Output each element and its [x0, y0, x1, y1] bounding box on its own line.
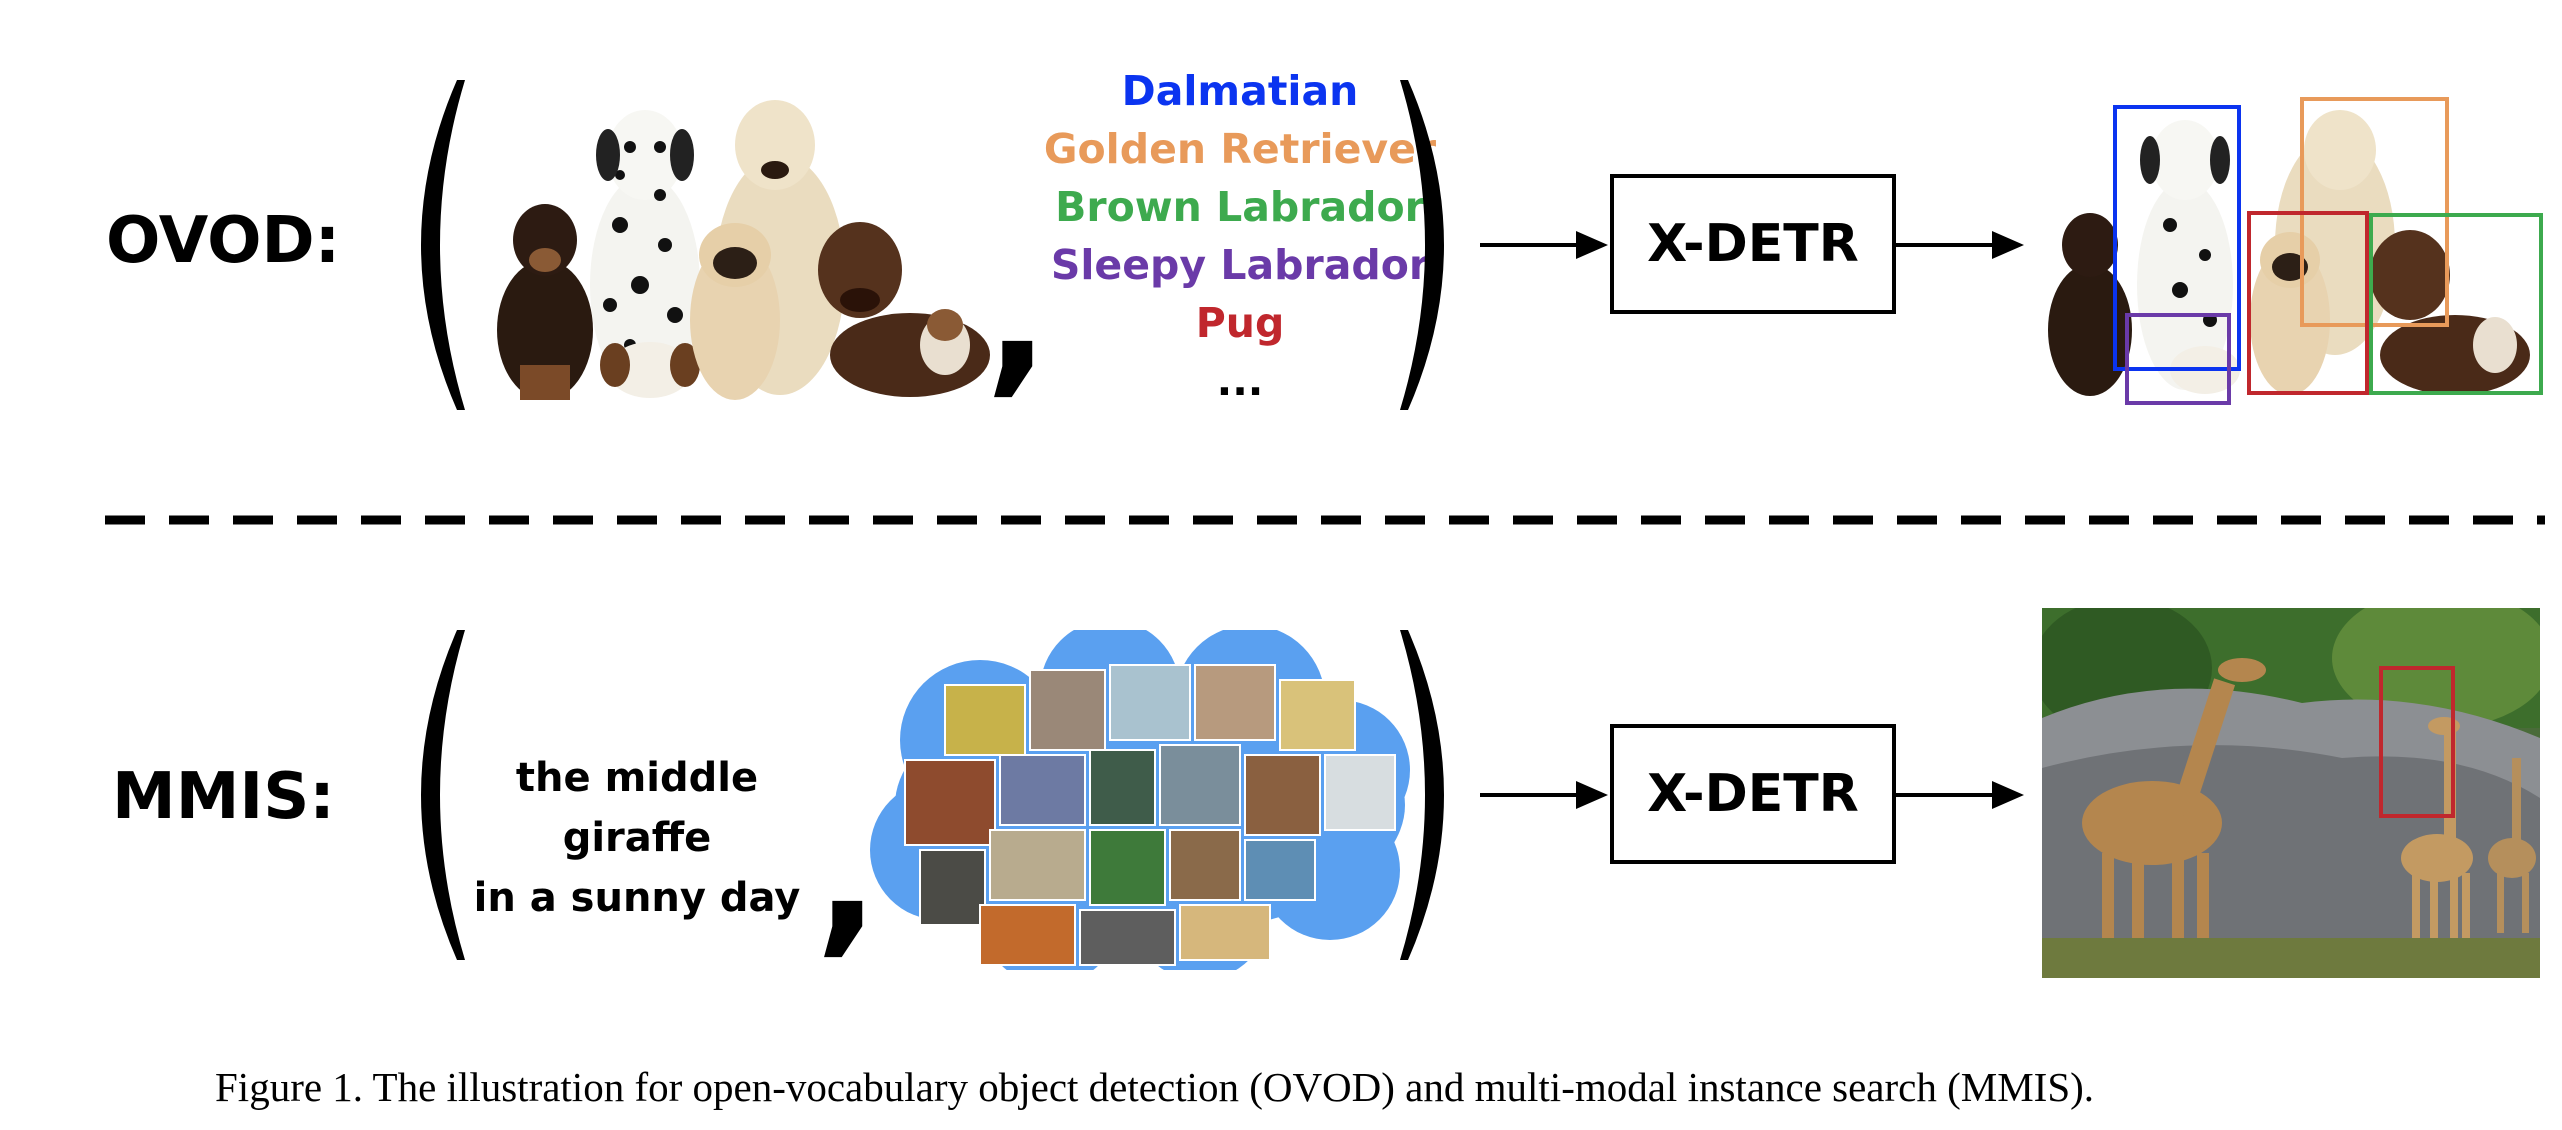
ovod-model-box: X-DETR — [1610, 174, 1896, 314]
mmis-comma: , — [815, 776, 880, 974]
ovod-right-paren — [1400, 80, 1444, 410]
giraffe-left — [2082, 658, 2266, 938]
dalmatian-figure — [590, 110, 700, 395]
mmis-search-output — [2042, 608, 2540, 978]
image-gallery-cloud — [870, 630, 1410, 970]
figure-caption: Figure 1. The illustration for open-voca… — [215, 1064, 2095, 1110]
ovod-detection-output — [2048, 97, 2543, 405]
mmis-right-paren — [1400, 630, 1444, 960]
bbox-middle-giraffe — [2379, 666, 2455, 818]
mmis-output-arrow — [1896, 781, 2024, 809]
ovod-input-arrow — [1480, 231, 1608, 259]
mmis-left-paren — [421, 630, 465, 960]
cocker-spaniel-figure — [497, 204, 593, 400]
ovod-comma: , — [985, 216, 1050, 414]
vocab-pug: Pug — [1195, 299, 1285, 347]
mmis-model-box: X-DETR — [1610, 724, 1896, 864]
vocab-golden-retriever: Golden Retriever — [1043, 125, 1437, 173]
mmis-label: MMIS: — [112, 760, 335, 834]
section-divider — [105, 515, 2545, 525]
beagle-figure — [600, 342, 700, 398]
query-line-1: the middle giraffe — [515, 755, 759, 861]
ovod-output-arrow — [1896, 231, 2024, 259]
dogs-group-image — [497, 100, 990, 400]
vocab-ellipsis: ... — [1216, 357, 1264, 405]
bbox-dalmatian — [2113, 105, 2241, 371]
mmis-input-arrow — [1480, 781, 1608, 809]
text-query: the middle giraffe in a sunny day — [452, 748, 822, 928]
vocab-dalmatian: Dalmatian — [1121, 67, 1359, 115]
small-puppy-figure — [920, 309, 970, 375]
query-line-2: in a sunny day — [473, 875, 801, 921]
ovod-left-paren — [421, 80, 465, 410]
pug-figure — [690, 223, 780, 400]
giraffe-right — [2488, 758, 2536, 933]
ovod-label: OVOD: — [106, 204, 341, 278]
bbox-sleepy-labrador — [2125, 313, 2231, 405]
vocabulary-list: Dalmatian Golden Retriever Brown Labrado… — [1040, 62, 1440, 410]
vocab-brown-labrador: Brown Labrador — [1055, 183, 1425, 231]
bbox-pug — [2247, 211, 2369, 395]
vocab-sleepy-labrador: Sleepy Labrador — [1050, 241, 1430, 289]
output-dogs-image — [2048, 110, 2530, 396]
bbox-brown-labrador — [2369, 213, 2543, 395]
brown-labrador-figure — [818, 222, 990, 397]
